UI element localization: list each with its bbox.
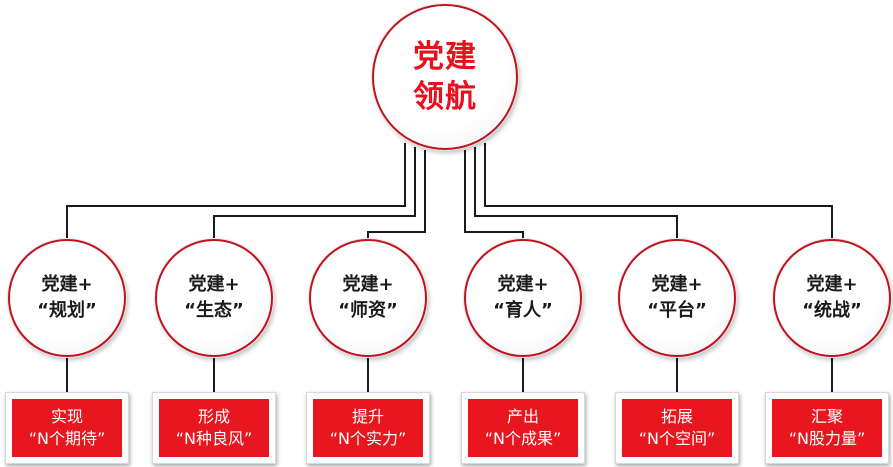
outcome-box-5: 拓展 “N个空间” <box>615 392 739 464</box>
outcome-box-2-line-2: “N种良风” <box>175 429 253 448</box>
branch-node-4-line-1: 党建+ <box>497 274 549 295</box>
branch-node-3-line-1: 党建+ <box>342 274 394 295</box>
outcome-box-3-line-1: 提升 <box>351 407 384 426</box>
branch-node-3: 党建+ “师资” <box>309 239 427 357</box>
branch-node-4-line-2: “育人” <box>493 300 553 321</box>
outcome-box-4: 产出 “N个成果” <box>461 392 585 464</box>
connector-6 <box>484 143 833 262</box>
outcome-box-3: 提升 “N个实力” <box>306 392 430 464</box>
connector-1 <box>66 143 406 262</box>
outcome-box-2: 形成 “N种良风” <box>152 392 276 464</box>
branch-node-2: 党建+ “生态” <box>155 239 273 357</box>
branch-node-1-line-2: “规划” <box>37 300 97 321</box>
branch-node-1-line-1: 党建+ <box>41 274 93 295</box>
branch-node-6-line-1: 党建+ <box>806 274 858 295</box>
branch-node-6-line-2: “统战” <box>802 300 862 321</box>
outcome-box-1: 实现 “N个期待” <box>5 392 129 464</box>
center-line-1: 党建 <box>413 39 477 75</box>
outcome-box-5-line-2: “N个空间” <box>638 429 716 448</box>
center-node: 党建 领航 <box>372 4 518 150</box>
outcome-box-4-line-2: “N个成果” <box>484 429 562 448</box>
branch-node-5-line-1: 党建+ <box>651 274 703 295</box>
outcome-box-3-line-2: “N个实力” <box>329 429 407 448</box>
outcome-box-4-line-1: 产出 <box>506 407 539 426</box>
branch-node-4: 党建+ “育人” <box>464 239 582 357</box>
outcome-box-1-line-1: 实现 <box>50 407 83 426</box>
outcome-box-6: 汇聚 “N股力量” <box>765 392 889 464</box>
outcome-box-5-line-1: 拓展 <box>660 407 693 426</box>
branch-node-3-line-2: “师资” <box>338 300 398 321</box>
branch-node-5: 党建+ “平台” <box>618 239 736 357</box>
branch-node-6: 党建+ “统战” <box>773 239 891 357</box>
branch-node-5-line-2: “平台” <box>647 300 707 321</box>
outcome-box-2-line-1: 形成 <box>197 407 230 426</box>
outcome-box-6-line-2: “N股力量” <box>788 429 866 448</box>
branch-node-2-line-2: “生态” <box>184 300 244 321</box>
branch-node-2-line-1: 党建+ <box>188 274 240 295</box>
outcome-box-1-line-2: “N个期待” <box>28 429 106 448</box>
outcome-box-6-line-1: 汇聚 <box>810 407 843 426</box>
center-line-2: 领航 <box>413 79 477 115</box>
branch-node-1: 党建+ “规划” <box>8 239 126 357</box>
